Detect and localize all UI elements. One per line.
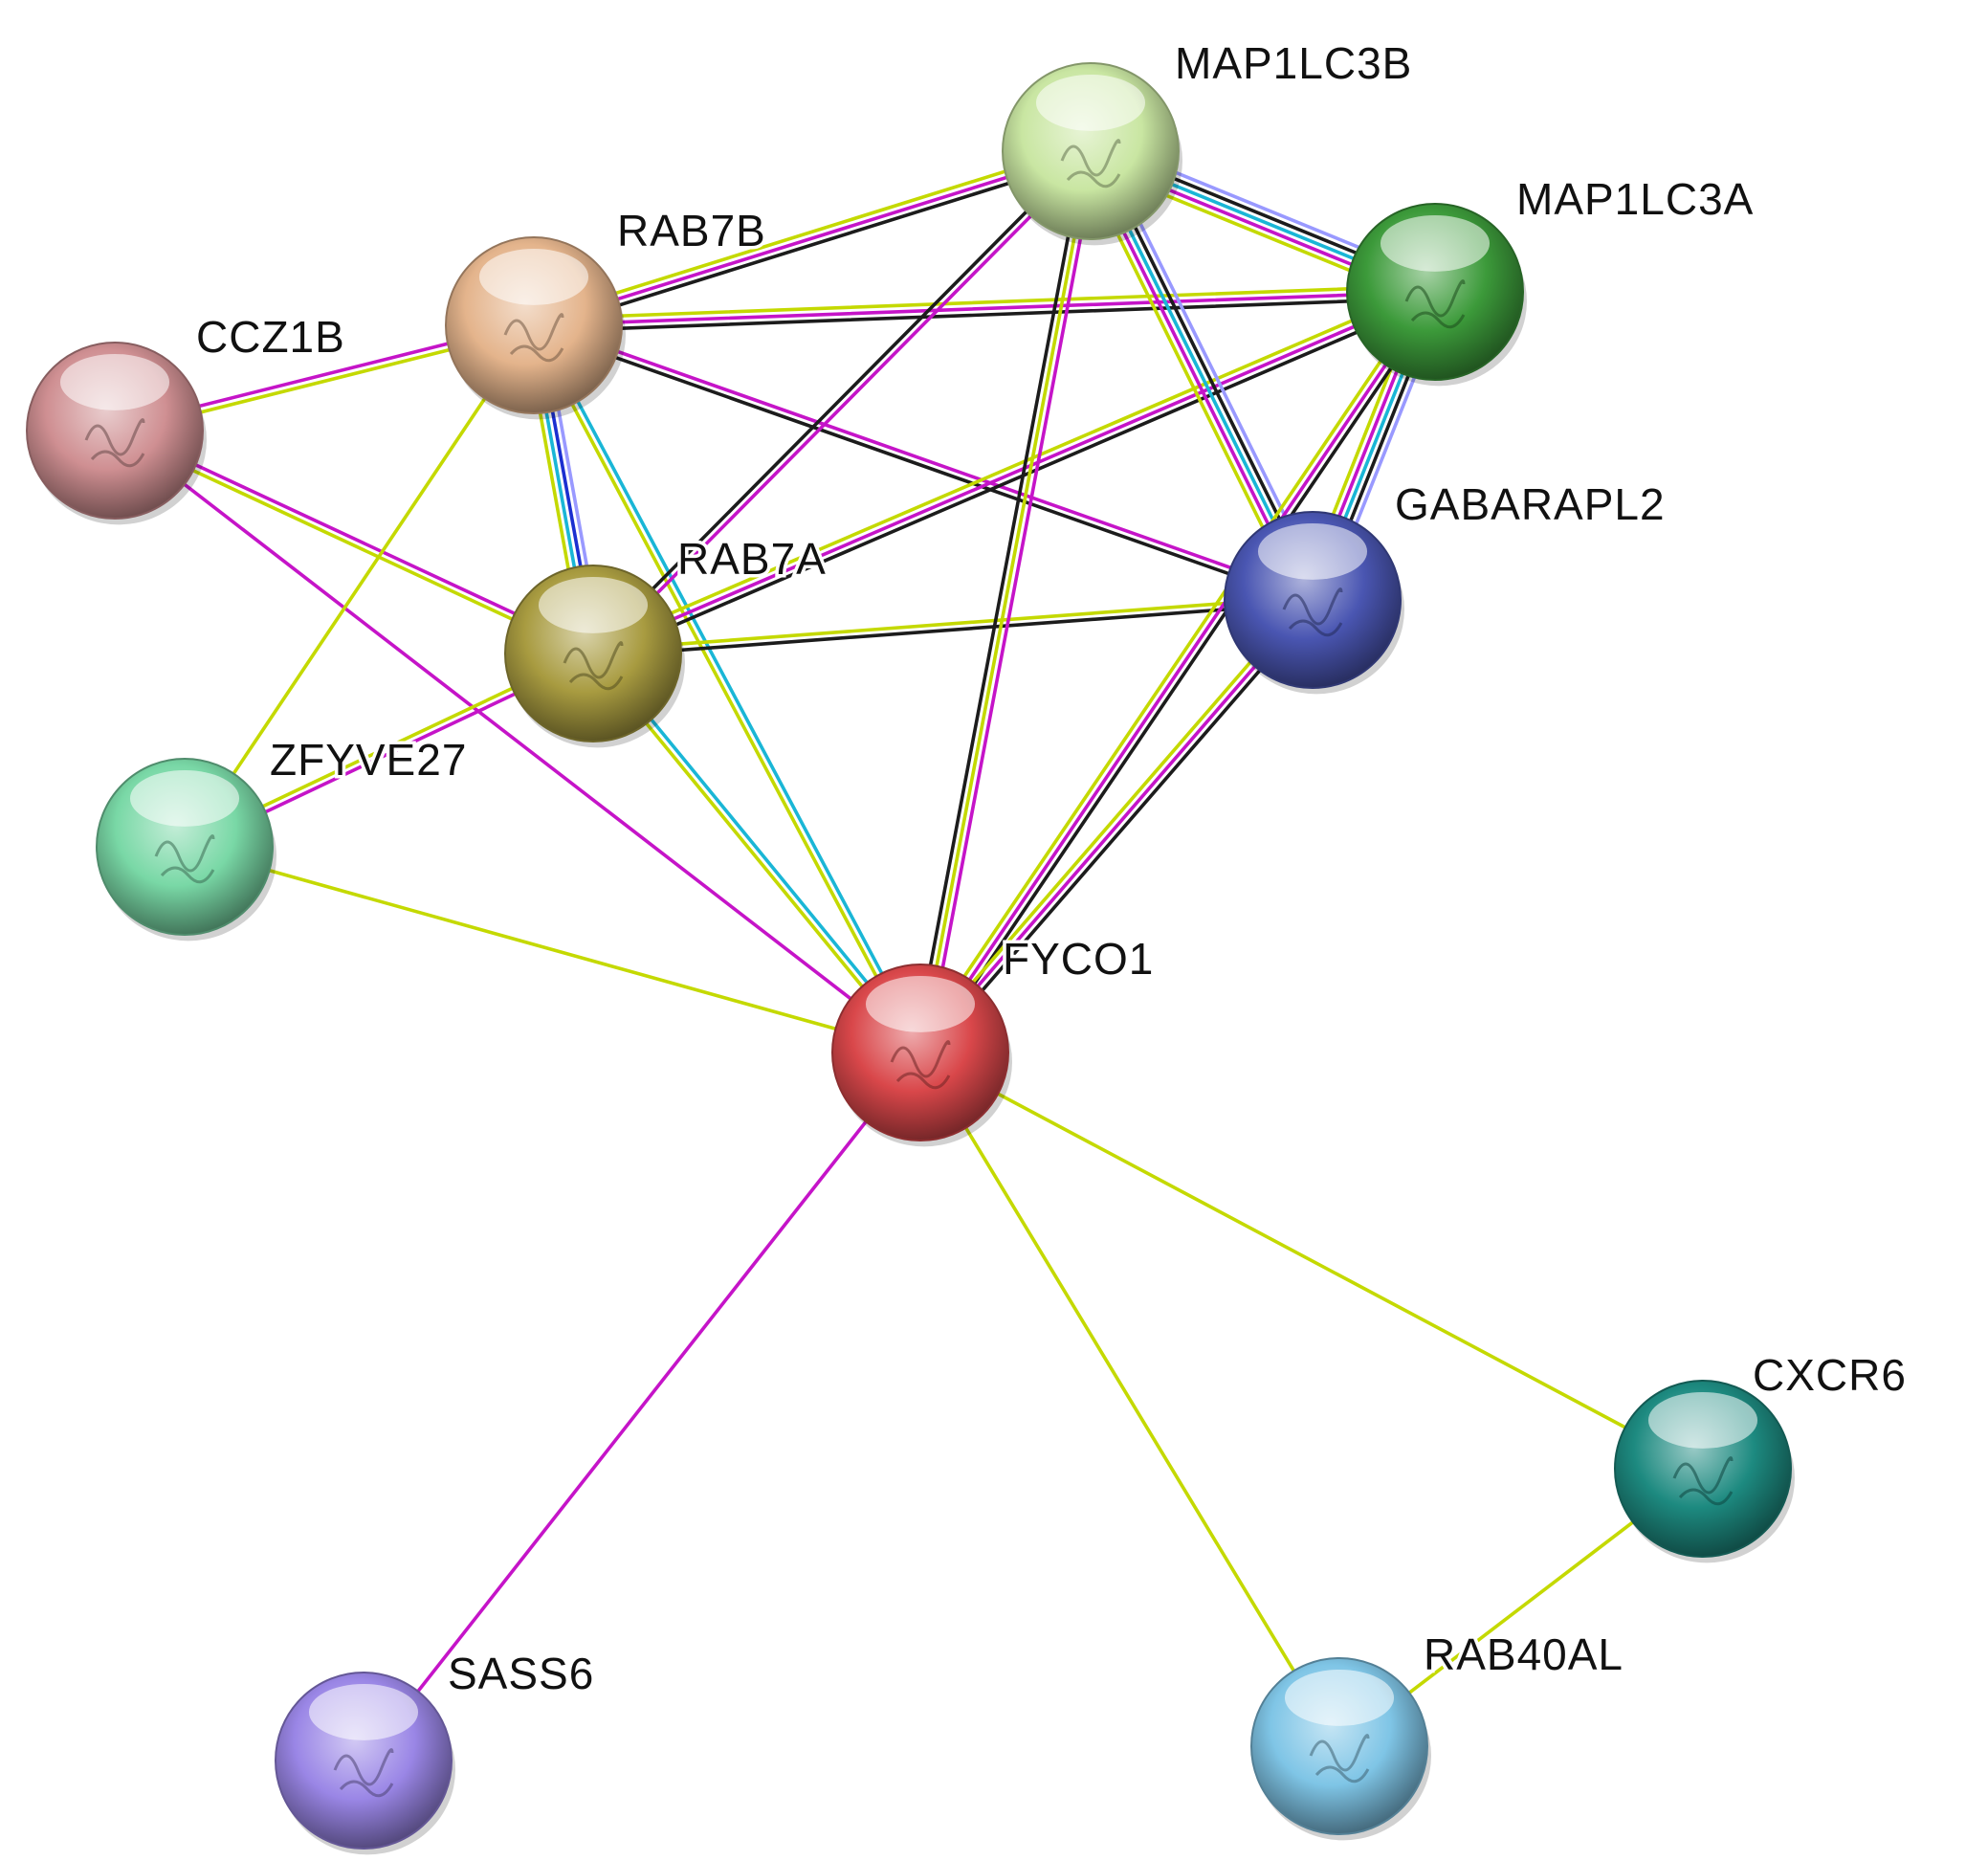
edge-zfyve27-fyco1 <box>183 845 922 1054</box>
edge-rab7a-gabarapl2 <box>590 594 1314 659</box>
edge-line-database <box>535 321 925 1053</box>
protein-structure-icon <box>84 418 145 468</box>
node-fyco1[interactable] <box>831 964 1012 1147</box>
edge-line-textmining <box>183 323 536 849</box>
edge-rab7b-zfyve27 <box>183 323 536 849</box>
edge-line-experiments <box>918 290 1437 1054</box>
edge-ccz1b-fyco1 <box>113 429 922 1054</box>
edge-line-coexpression <box>593 296 1440 661</box>
label-layer: MAP1LC3B MAP1LC3A RAB7B CCZ1B GABARAPL2RAB7A… <box>193 35 1910 1702</box>
edge-line-experiments <box>532 149 1093 327</box>
edge-line-coexpression <box>531 326 1314 605</box>
edge-line-coexpression <box>534 155 1094 334</box>
node-rab40al[interactable] <box>1250 1657 1431 1841</box>
node-gabarapl2[interactable] <box>1224 511 1404 695</box>
protein-structure-icon <box>154 834 215 884</box>
node-map1lc3a[interactable] <box>1346 203 1527 387</box>
edge-line-experiments <box>532 290 1437 327</box>
node-sass6[interactable] <box>275 1672 455 1855</box>
edge-layer <box>111 138 1705 1762</box>
node-label-gabarapl2: GABARAPL2 <box>1395 479 1666 529</box>
protein-structure-icon <box>333 1748 394 1798</box>
node-layer <box>26 62 1795 1855</box>
edge-line-experiments <box>591 290 1437 655</box>
node-highlight <box>59 353 170 410</box>
node-label-sass6: SASS6 <box>448 1649 594 1698</box>
edge-line-coexpression <box>532 296 1437 334</box>
node-label-ccz1b: CCZ1B <box>196 312 345 362</box>
edge-line-textmining <box>183 845 922 1054</box>
node-label-zfyve27: ZFYVE27 <box>270 735 467 785</box>
node-highlight <box>1035 74 1146 131</box>
node-label-rab7b: RAB7B <box>617 206 766 255</box>
edge-fyco1-cxcr6 <box>918 1051 1705 1471</box>
edge-rab7b-map1lc3a <box>531 283 1437 334</box>
edge-map1lc3a-fyco1 <box>913 286 1443 1058</box>
node-ccz1b[interactable] <box>26 342 207 525</box>
edge-line-coexpression <box>923 602 1319 1059</box>
node-cxcr6[interactable] <box>1614 1380 1795 1563</box>
edge-rab7b-map1lc3b <box>530 144 1094 334</box>
edge-line-textmining <box>913 286 1432 1052</box>
edge-line-experiments <box>362 1051 922 1762</box>
protein-structure-icon <box>503 313 564 363</box>
node-highlight <box>1647 1391 1758 1449</box>
edge-fyco1-sass6 <box>362 1051 922 1762</box>
node-highlight <box>478 248 589 305</box>
edge-line-experiments <box>593 151 1095 658</box>
node-label-fyco1: FYCO1 <box>1003 934 1154 984</box>
edge-line-experiments <box>113 429 922 1054</box>
edge-line-textmining <box>918 1051 1705 1471</box>
node-highlight <box>1257 522 1368 580</box>
edge-map1lc3b-fyco1 <box>912 148 1099 1055</box>
edge-line-coexpression <box>588 146 1091 654</box>
node-highlight <box>1380 214 1491 272</box>
protein-structure-icon <box>1309 1734 1370 1783</box>
edge-line-coexpression <box>923 293 1443 1058</box>
edge-rab7b-gabarapl2 <box>531 321 1315 605</box>
node-zfyve27[interactable] <box>96 758 276 942</box>
node-map1lc3b[interactable] <box>1002 62 1182 246</box>
edge-fyco1-rab40al <box>918 1051 1341 1748</box>
edge-rab7a-map1lc3b <box>588 146 1095 658</box>
protein-structure-icon <box>1672 1456 1734 1506</box>
protein-structure-icon <box>1060 139 1121 188</box>
protein-structure-icon <box>890 1040 951 1090</box>
edge-line-experiments <box>924 150 1099 1055</box>
edge-line-coexpression <box>591 601 1314 659</box>
edge-rab7b-fyco1 <box>529 321 925 1056</box>
edge-gabarapl2-fyco1 <box>914 593 1319 1059</box>
edge-rab7a-map1lc3a <box>588 284 1440 661</box>
node-highlight <box>538 576 649 633</box>
edge-line-textmining <box>529 324 919 1056</box>
edge-line-textmining <box>588 284 1435 650</box>
node-label-cxcr6: CXCR6 <box>1753 1350 1907 1400</box>
edge-line-textmining <box>918 1051 1341 1748</box>
edge-line-coexpression <box>912 148 1087 1053</box>
edge-line-textmining <box>914 593 1310 1051</box>
edge-line-textmining <box>590 594 1314 653</box>
edge-line-experiments <box>533 321 1315 599</box>
node-label-map1lc3a: MAP1LC3A <box>1516 174 1754 224</box>
protein-structure-icon <box>563 641 624 691</box>
edge-line-textmining <box>530 144 1091 321</box>
protein-structure-icon <box>1404 279 1466 329</box>
edge-line-experiments <box>918 598 1314 1054</box>
node-highlight <box>308 1683 419 1740</box>
node-label-rab40al: RAB40AL <box>1424 1629 1624 1679</box>
node-rab7b[interactable] <box>445 236 626 420</box>
node-highlight <box>1284 1669 1395 1726</box>
node-rab7a[interactable] <box>504 565 685 748</box>
node-highlight <box>129 769 240 827</box>
protein-structure-icon <box>1282 587 1343 637</box>
node-label-map1lc3b: MAP1LC3B <box>1175 38 1412 88</box>
edge-line-textmining <box>918 149 1093 1054</box>
node-highlight <box>865 975 976 1032</box>
node-label-rab7a: RAB7A <box>677 534 827 584</box>
edge-line-textmining <box>531 283 1437 321</box>
